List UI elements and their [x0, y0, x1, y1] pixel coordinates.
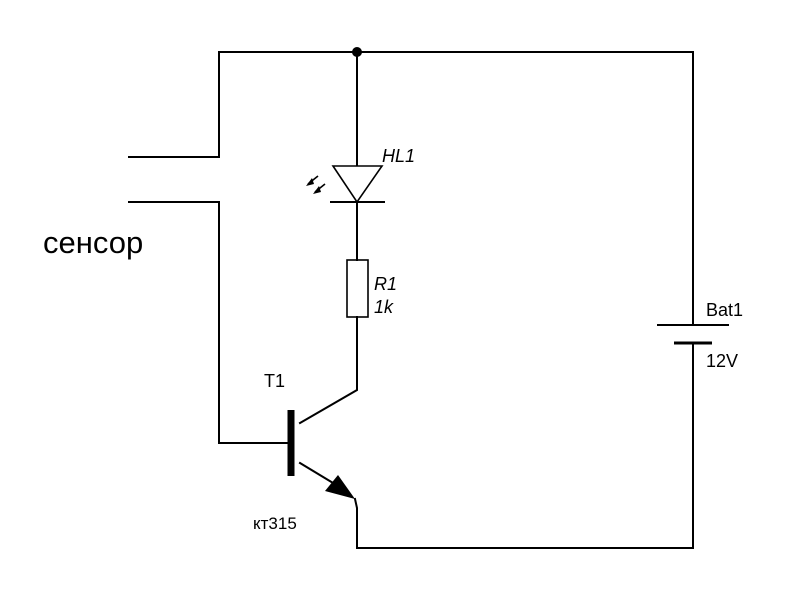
- resistor-value-label: 1k: [374, 297, 394, 317]
- bottom-rail-wire: [353, 342, 694, 549]
- transistor-emitter-line: [298, 461, 340, 488]
- transistor-ref-label: T1: [264, 371, 285, 391]
- sensor-plate-lower: [128, 201, 290, 444]
- led-hl1: [306, 165, 385, 204]
- battery-ref-label: Bat1: [706, 300, 743, 320]
- led-ref-label: HL1: [382, 146, 415, 166]
- sensor-label: сенсор: [43, 225, 143, 260]
- resistor-r1: [346, 259, 369, 318]
- emitter-arrow: [325, 475, 355, 499]
- battery-bat1: [657, 324, 729, 345]
- resistor-ref-label: R1: [374, 274, 397, 294]
- battery-voltage-label: 12V: [706, 351, 738, 371]
- top-rail-wire: [218, 51, 694, 324]
- transistor-t1: [287, 410, 355, 499]
- collector-wire: [298, 316, 358, 425]
- transistor-part-label: кт315: [253, 514, 297, 533]
